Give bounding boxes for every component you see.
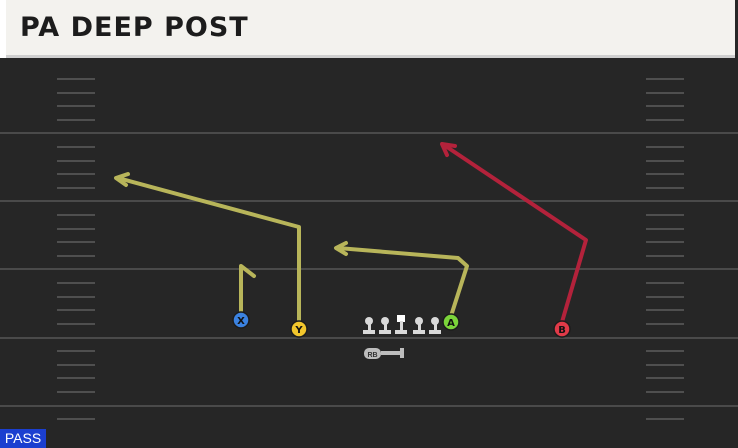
lineman-left-tackle (363, 317, 375, 334)
player-b-marker (553, 320, 571, 338)
player-y-label: Y (294, 325, 303, 336)
player-x-label: X (237, 316, 245, 327)
field-surface (0, 61, 738, 448)
lineman-right-guard (413, 317, 425, 334)
player-a-marker (442, 313, 460, 331)
lineman-left-guard (379, 317, 391, 334)
rb-route-end (400, 348, 404, 358)
offensive-line (363, 315, 441, 334)
play-title: PA DEEP POST (20, 12, 249, 43)
yard-lines (0, 132, 738, 407)
player-b-label: B (558, 325, 566, 336)
player-rb: RB (364, 348, 404, 359)
play-type-badge: PASS (0, 429, 46, 448)
player-x-marker (232, 311, 250, 329)
route-b (442, 143, 588, 324)
player-y: Y (290, 320, 308, 338)
player-a-label: A (447, 318, 455, 329)
route-b-arrowhead (440, 142, 457, 157)
route-x (239, 264, 256, 316)
title-bar-edge (0, 0, 6, 58)
rb-route (381, 351, 402, 355)
player-b: B (553, 320, 571, 338)
route-y (116, 176, 301, 324)
lineman-center (395, 315, 407, 334)
player-x: X (232, 311, 250, 329)
route-y-arrowhead (114, 172, 130, 187)
routes (114, 142, 588, 324)
title-bar: PA DEEP POST (0, 0, 735, 58)
player-y-marker (290, 320, 308, 338)
hash-marks-left (57, 78, 95, 420)
route-a-arrowhead (334, 241, 348, 256)
lineman-right-tackle (429, 317, 441, 334)
route-a (336, 246, 469, 318)
player-a: A (442, 313, 460, 331)
rb-label: RB (367, 352, 377, 359)
hash-marks-right (646, 78, 684, 420)
rb-marker (364, 348, 381, 359)
